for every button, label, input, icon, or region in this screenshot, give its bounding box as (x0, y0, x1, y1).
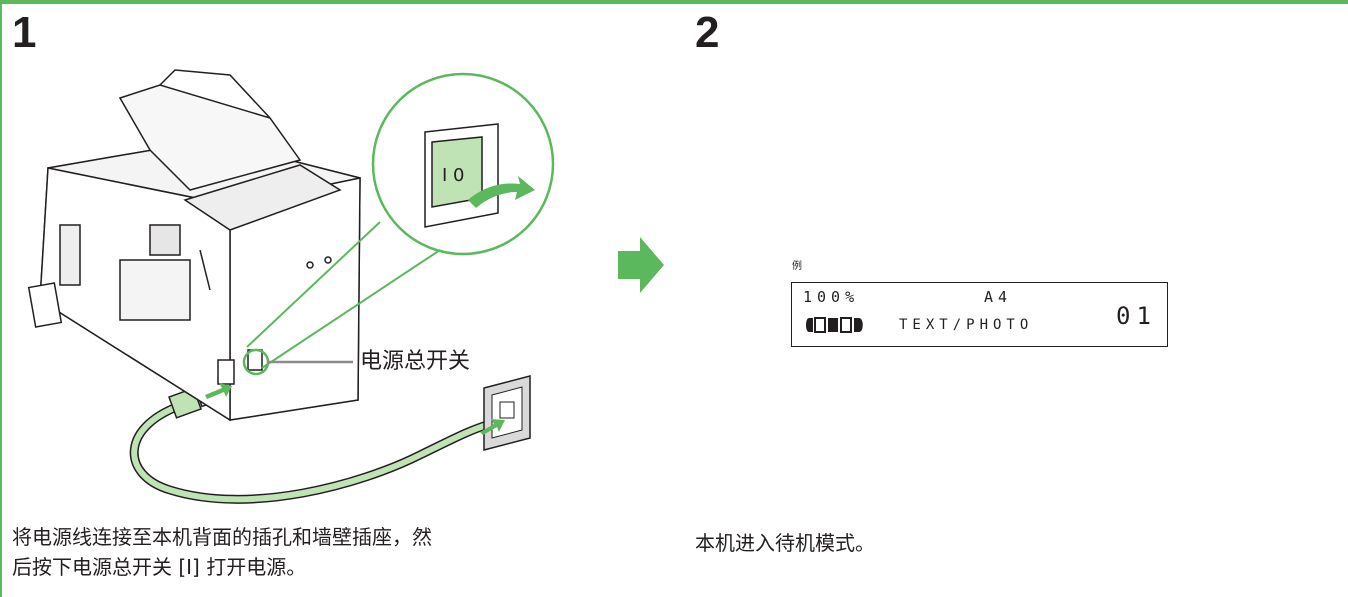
power-switch-icon: I 0 (371, 72, 555, 256)
wall-outlet-icon (483, 375, 531, 451)
lcd-display: 100% A4 TEXT/PHOTO 01 (791, 282, 1168, 347)
printer-illustration: I 0 (27, 69, 555, 504)
lcd-paper-size: A4 (984, 288, 1013, 306)
main-power-switch-label: 电源总开关 (360, 349, 471, 374)
lcd-image-mode: TEXT/PHOTO (899, 317, 1034, 333)
step-1-caption: 将电源线连接至本机背面的插孔和墙壁插座，然 后按下电源总开关 [I] 打开电源。 (12, 522, 612, 582)
density-bar-icon (806, 317, 863, 333)
example-label: 例 (792, 261, 802, 272)
step-1-number: 1 (12, 8, 37, 57)
lcd-zoom: 100% (803, 288, 860, 306)
top-accent-bar (0, 0, 1348, 4)
svg-text:I 0: I 0 (442, 165, 464, 186)
left-accent-line (0, 0, 2, 597)
lcd-copy-count: 01 (1116, 302, 1157, 330)
next-step-arrow-icon (618, 237, 664, 293)
step-2-number: 2 (695, 8, 720, 57)
step-2-caption: 本机进入待机模式。 (695, 531, 875, 555)
step-1-caption-line-1: 将电源线连接至本机背面的插孔和墙壁插座，然 (12, 525, 432, 549)
step-1-caption-line-2: 后按下电源总开关 [I] 打开电源。 (12, 555, 307, 579)
